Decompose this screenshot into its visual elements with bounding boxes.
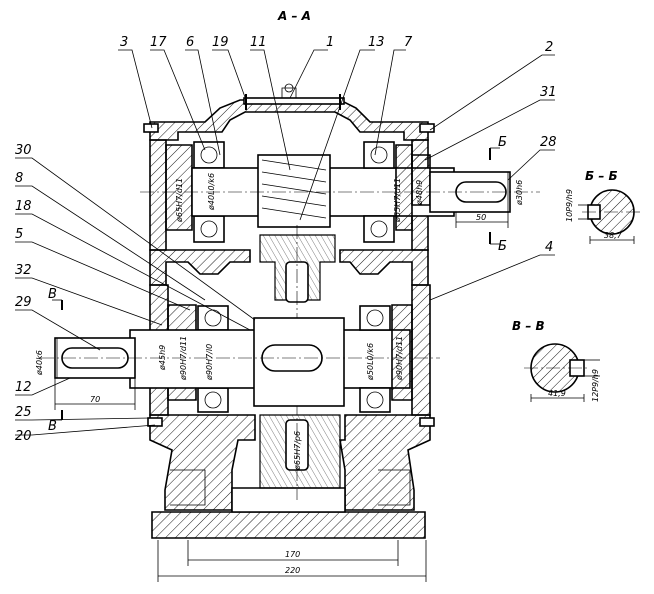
section-title: А – А xyxy=(277,9,311,23)
label-25: 25 xyxy=(15,405,32,420)
dim-fit-65-top-left: ø65H7/d11 xyxy=(175,178,184,223)
dim-shaft-30: ø30h6 xyxy=(515,180,524,206)
label-1: 1 xyxy=(326,35,334,50)
dim-fit-40k6-left: ø40k6 xyxy=(35,350,44,376)
label-3: 3 xyxy=(120,35,128,50)
dim-fit-40-bearing-top: ø40L0/k6 xyxy=(207,173,216,211)
label-20: 20 xyxy=(15,429,32,444)
dim-base-170: 170 xyxy=(285,550,300,559)
dim-shaft-48: ø48h9 xyxy=(415,180,424,206)
section-marks: Б Б В В xyxy=(48,135,507,434)
mark-v-bottom: В xyxy=(48,419,57,434)
label-8: 8 xyxy=(15,171,23,186)
dim-fit-65-top-right: ø65H7/d11 xyxy=(393,178,402,223)
fit-dimensions: ø65H7/d11 ø40L0/k6 ø65H7/d11 ø48h9 ø30h6… xyxy=(35,173,524,471)
lower-shaft xyxy=(40,304,440,413)
label-28: 28 xyxy=(540,135,557,150)
dim-fit-90-right: ø90H7/d11 xyxy=(395,336,404,381)
label-11: 11 xyxy=(250,35,267,50)
label-19: 19 xyxy=(212,35,229,50)
label-4: 4 xyxy=(545,240,553,255)
dim-keyway-v-width: 12P9/h9 xyxy=(591,369,600,402)
label-30: 30 xyxy=(15,143,32,158)
label-17: 17 xyxy=(150,35,167,50)
dim-shaft-45-left: ø45h9 xyxy=(158,345,167,371)
dim-keyway-b-depth: 38,7 xyxy=(604,231,623,240)
label-18: 18 xyxy=(15,199,32,214)
label-6: 6 xyxy=(186,35,194,50)
dim-base-220: 220 xyxy=(285,566,300,575)
leader-lines xyxy=(15,49,555,436)
mark-b-bottom: Б xyxy=(498,239,507,254)
dim-gear-fit: ø65H7/p6 xyxy=(293,431,302,471)
dim-keyway-v-depth: 41,9 xyxy=(548,389,566,398)
dim-fit-90-left-bearing: ø90H7/l0 xyxy=(205,344,214,381)
dim-fit-50-bearing: ø50L0/k6 xyxy=(366,343,375,381)
label-7: 7 xyxy=(404,35,413,50)
dim-keyway-b-width: 10P9/h9 xyxy=(565,189,574,222)
label-13: 13 xyxy=(368,35,385,50)
section-v-title: В – В xyxy=(512,319,545,333)
mark-b-top: Б xyxy=(498,135,507,150)
label-32: 32 xyxy=(15,263,32,278)
section-v-view: В – В 41,9 12P9/h9 xyxy=(512,319,600,402)
mark-v-top: В xyxy=(48,287,57,302)
upper-shaft xyxy=(140,141,540,243)
inspection-cover xyxy=(243,83,345,110)
label-5: 5 xyxy=(15,227,23,242)
worm-wheel xyxy=(259,225,341,500)
dim-length-70: 70 xyxy=(90,395,100,404)
label-12: 12 xyxy=(15,380,32,395)
section-b-view: Б – Б 38,7 10P9/h9 xyxy=(565,169,642,244)
section-b-title: Б – Б xyxy=(585,169,618,183)
label-29: 29 xyxy=(15,295,32,310)
dim-length-50: 50 xyxy=(476,213,486,222)
linear-dimensions: 50 70 170 220 xyxy=(54,212,509,582)
label-2: 2 xyxy=(545,40,553,55)
dim-fit-90-left: ø90H7/d11 xyxy=(179,336,188,381)
label-31: 31 xyxy=(540,85,557,100)
